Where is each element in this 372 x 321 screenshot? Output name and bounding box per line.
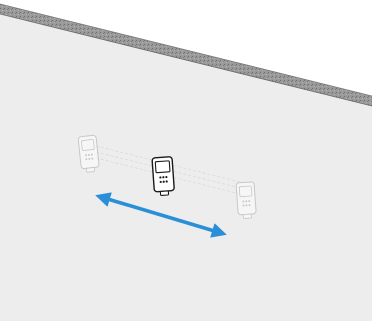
scanner-icon [236,182,256,219]
scanner-icon [152,157,175,196]
scanner-icon [78,135,100,173]
